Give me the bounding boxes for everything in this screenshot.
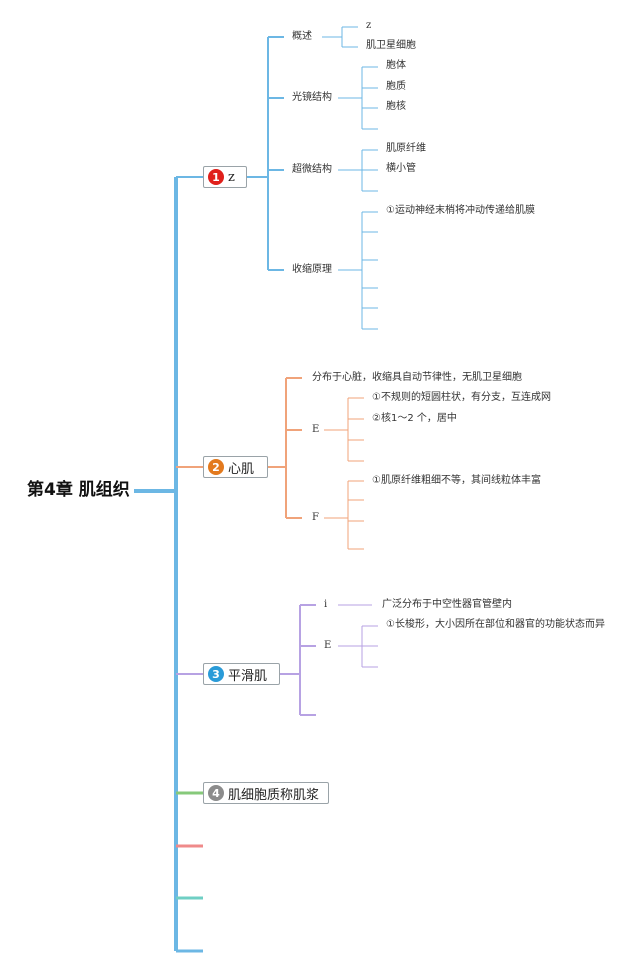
subtopic-ultrastructure[interactable]: 超微结构: [292, 164, 332, 175]
section-4-number-badge: 4: [208, 785, 224, 801]
section-3-number-badge: 3: [208, 666, 224, 682]
section-2-leaf-connectors: [324, 397, 364, 550]
leaf-i-1[interactable]: 广泛分布于中空性器官管壁内: [382, 599, 512, 610]
section-1-number-badge: 1: [208, 169, 224, 185]
leaf-ultra-2[interactable]: 横小管: [386, 163, 416, 174]
section-2-label: 心肌: [228, 461, 255, 477]
leaf-ultra-1[interactable]: 肌原纤维: [386, 143, 426, 154]
section-2-connectors: [176, 377, 302, 519]
leaf-overview-2[interactable]: 肌卫星细胞: [366, 40, 416, 51]
section-1-label: z: [228, 169, 235, 185]
leaf-E-1[interactable]: ①不规则的短圆柱状，有分支，互连成网: [372, 392, 551, 403]
section-2-node[interactable]: 2 心肌: [203, 456, 268, 478]
subtopic-F[interactable]: F: [312, 512, 319, 523]
leaf-E-smooth-1[interactable]: ①长梭形，大小因所在部位和器官的功能状态而异: [386, 619, 605, 630]
section-2-number-badge: 2: [208, 459, 224, 475]
section-3-connectors: [176, 604, 316, 716]
leaf-overview-1[interactable]: z: [366, 20, 372, 31]
root-title[interactable]: 第4章 肌组织: [27, 480, 130, 500]
leaf-contraction-1[interactable]: ①运动神经末梢将冲动传递给肌膜: [386, 205, 535, 216]
subtopic-contraction[interactable]: 收缩原理: [292, 264, 332, 275]
leaf-light-3[interactable]: 胞核: [386, 101, 406, 112]
section-3-node[interactable]: 3 平滑肌: [203, 663, 280, 685]
subtopic-E[interactable]: E: [312, 424, 320, 435]
subtopic-overview[interactable]: 概述: [292, 31, 312, 42]
section-1-connectors: [176, 36, 284, 271]
section-2-summary[interactable]: 分布于心脏，收缩具自动节律性，无肌卫星细胞: [312, 372, 522, 383]
subtopic-light-microscope[interactable]: 光镜结构: [292, 92, 332, 103]
section-4-label: 肌细胞质称肌浆: [228, 787, 320, 803]
section-3-leaf-connectors: [338, 604, 378, 668]
section-3-label: 平滑肌: [228, 668, 268, 684]
subtopic-E-smooth[interactable]: E: [324, 640, 332, 651]
subtopic-i[interactable]: i: [324, 599, 328, 610]
leaf-light-1[interactable]: 胞体: [386, 60, 406, 71]
leaf-light-2[interactable]: 胞质: [386, 81, 406, 92]
section-4-node[interactable]: 4 肌细胞质称肌浆: [203, 782, 329, 804]
trunk: [134, 177, 178, 951]
leaf-F-1[interactable]: ①肌原纤维粗细不等，其间线粒体丰富: [372, 475, 541, 486]
leaf-E-2[interactable]: ②核1～2 个，居中: [372, 413, 457, 424]
section-1-node[interactable]: 1 z: [203, 166, 247, 188]
section-1-leaf-connectors: [322, 26, 378, 330]
